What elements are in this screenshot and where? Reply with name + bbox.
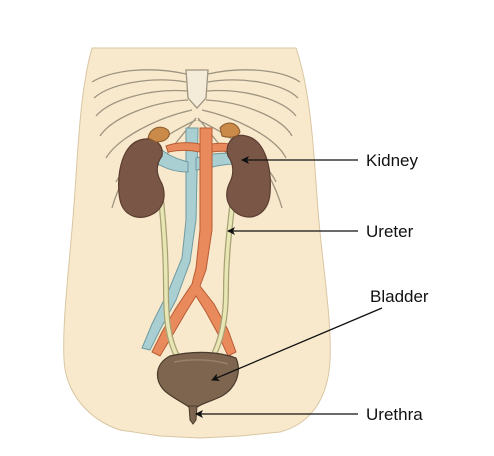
sternum xyxy=(185,69,209,109)
kidney-left xyxy=(118,138,165,218)
bladder xyxy=(156,351,239,409)
left-rib xyxy=(95,89,188,117)
bladder-highlight xyxy=(173,359,229,365)
left-rib xyxy=(105,109,193,159)
left-rib xyxy=(99,99,189,137)
ureter-left-fill xyxy=(158,188,180,360)
left-rib xyxy=(93,79,187,99)
left-rib xyxy=(91,69,187,83)
right-rib xyxy=(201,109,287,159)
right-rib xyxy=(205,99,293,137)
right-rib xyxy=(207,69,301,83)
adrenal-gland-left xyxy=(147,126,170,143)
kidney-right xyxy=(226,134,271,218)
renal-artery-left xyxy=(165,142,201,153)
ureter-label: Ureter xyxy=(366,222,414,241)
adrenal-gland-right xyxy=(219,122,241,138)
bladder-leader-line xyxy=(211,307,383,381)
urethra-label: Urethra xyxy=(366,405,423,424)
renal-vein-left xyxy=(157,149,189,173)
ureter-right-fill xyxy=(210,188,236,360)
right-rib xyxy=(206,89,297,117)
aorta xyxy=(151,127,237,357)
kidney-label: Kidney xyxy=(366,151,418,170)
bladder-label: Bladder xyxy=(370,287,429,306)
right-rib xyxy=(207,79,299,99)
